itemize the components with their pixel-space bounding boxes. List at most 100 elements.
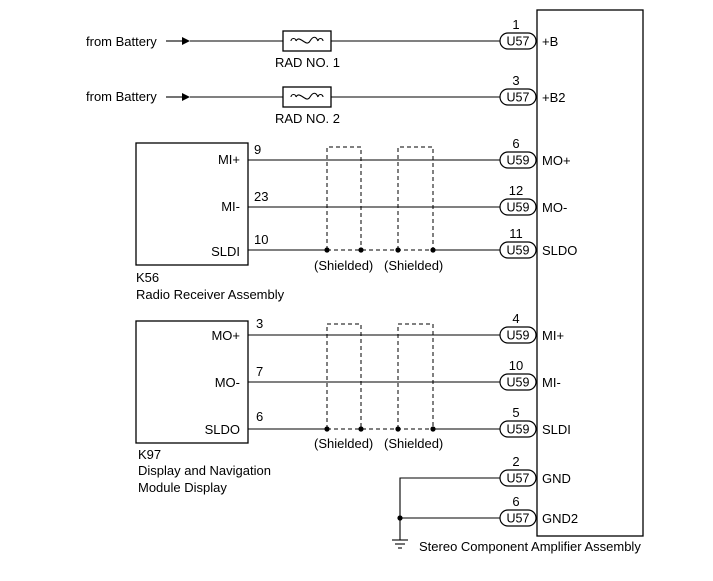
- display-pin-number: 6: [256, 409, 263, 424]
- connector-badge: [499, 198, 537, 216]
- radio-receiver-group: MI+ MI- SLDI 9 23 10 (Shielded) (Shielde…: [135, 142, 501, 302]
- radio-pin-label-sldi: SLDI: [211, 244, 240, 259]
- shielded-label: (Shielded): [384, 436, 443, 451]
- connector-code: U59: [507, 201, 530, 215]
- connector-code: U57: [507, 35, 530, 49]
- fuse-rad-no1: [282, 30, 332, 52]
- battery-source-label: from Battery: [86, 34, 157, 49]
- shielded-label: (Shielded): [314, 258, 373, 273]
- radio-pin-label-mi-minus: MI-: [221, 199, 240, 214]
- connector-badge: [499, 151, 537, 169]
- splice-dot: [324, 247, 330, 253]
- display-pin-label-mo-minus: MO-: [215, 375, 240, 390]
- amplifier-pin-row: U57 3 +B2: [499, 73, 566, 106]
- amplifier-pin-row: U59 4MI+: [499, 311, 564, 344]
- amplifier-pin-number: 2: [512, 454, 519, 469]
- connector-code: U59: [507, 329, 530, 343]
- radio-pin-number: 10: [254, 232, 268, 247]
- amplifier-pin-number: 12: [509, 183, 523, 198]
- amplifier-pin-number: 6: [512, 494, 519, 509]
- amplifier-pin-row: U59 6MO+: [499, 136, 571, 169]
- display-pin-label-sldo: SLDO: [205, 422, 240, 437]
- amplifier-pin-label: MI+: [542, 328, 564, 343]
- splice-dot: [395, 426, 401, 432]
- connector-badge: [499, 420, 537, 438]
- amplifier-box: [536, 9, 644, 537]
- battery-source-label: from Battery: [86, 89, 157, 104]
- connector-code: U57: [507, 472, 530, 486]
- display-name-line-1: Display and Navigation: [138, 463, 271, 478]
- display-name-line-2: Module Display: [138, 480, 227, 495]
- connector-code: U57: [507, 512, 530, 526]
- fuse-icon: [290, 92, 324, 100]
- display-pin-number: 7: [256, 364, 263, 379]
- amplifier-pin-number: 1: [512, 17, 519, 32]
- amplifier-pin-number: 5: [512, 405, 519, 420]
- amplifier-pin-label: GND: [542, 471, 571, 486]
- connector-badge: [499, 32, 537, 50]
- amplifier-pin-label: +B: [542, 34, 558, 49]
- amplifier-pin-label: GND2: [542, 511, 578, 526]
- amplifier-pin-label: SLDO: [542, 243, 577, 258]
- ground-group: [392, 477, 501, 549]
- connector-code: U59: [507, 154, 530, 168]
- shielded-label: (Shielded): [384, 258, 443, 273]
- amplifier-pin-number: 10: [509, 358, 523, 373]
- shield-line: [326, 323, 362, 429]
- connector-code: U59: [507, 376, 530, 390]
- amplifier-name: Stereo Component Amplifier Assembly: [419, 539, 641, 554]
- amplifier-pin-label: MO-: [542, 200, 567, 215]
- shield-line: [326, 146, 362, 250]
- splice-dot: [430, 426, 436, 432]
- arrow-right-icon: [182, 37, 190, 45]
- radio-name: Radio Receiver Assembly: [136, 287, 285, 302]
- connector-badge: [499, 326, 537, 344]
- amplifier-pin-number: 4: [512, 311, 519, 326]
- fuse-label: RAD NO. 1: [275, 55, 340, 70]
- radio-pin-label-mi-plus: MI+: [218, 152, 240, 167]
- splice-dot: [358, 426, 364, 432]
- radio-receiver-box: [135, 142, 249, 266]
- splice-dot: [430, 247, 436, 253]
- amplifier-pin-row: U57 1 +B: [499, 17, 558, 50]
- connector-badge: [499, 373, 537, 391]
- display-code: K97: [138, 447, 161, 462]
- amplifier-pin-number: 6: [512, 136, 519, 151]
- display-pin-number: 3: [256, 316, 263, 331]
- amplifier-pin-number: 11: [509, 226, 523, 241]
- amplifier-pin-label: MI-: [542, 375, 561, 390]
- amplifier-pins: U571+BU573+B2U596MO+U5912MO-U5911SLDOU59…: [499, 17, 578, 527]
- shield-line: [397, 323, 434, 429]
- amplifier-pin-label: +B2: [542, 90, 566, 105]
- connector-code: U59: [507, 423, 530, 437]
- battery-feed-1: from Battery RAD NO. 1: [86, 30, 537, 70]
- splice-dot: [324, 426, 330, 432]
- splice-dot: [358, 247, 364, 253]
- ground-icon: [392, 539, 408, 549]
- amplifier-pin-label: SLDI: [542, 422, 571, 437]
- battery-feed-2: from Battery RAD NO. 2: [86, 86, 537, 126]
- connector-code: U57: [507, 91, 530, 105]
- splice-dot: [397, 515, 403, 521]
- shielded-label: (Shielded): [314, 436, 373, 451]
- radio-code: K56: [136, 270, 159, 285]
- amplifier-pin-label: MO+: [542, 153, 571, 168]
- fuse-icon: [290, 36, 324, 44]
- connector-badge: [499, 88, 537, 106]
- splice-dot: [395, 247, 401, 253]
- arrow-right-icon: [182, 93, 190, 101]
- amplifier-pin-number: 3: [512, 73, 519, 88]
- connector-badge: [499, 241, 537, 259]
- fuse-rad-no2: [282, 86, 332, 108]
- shield-line: [397, 146, 434, 250]
- connector-badge: [499, 469, 537, 487]
- display-module-group: MO+ MO- SLDO 3 7 6 (Shielded) (Shielded)…: [135, 316, 501, 495]
- fuse-label: RAD NO. 2: [275, 111, 340, 126]
